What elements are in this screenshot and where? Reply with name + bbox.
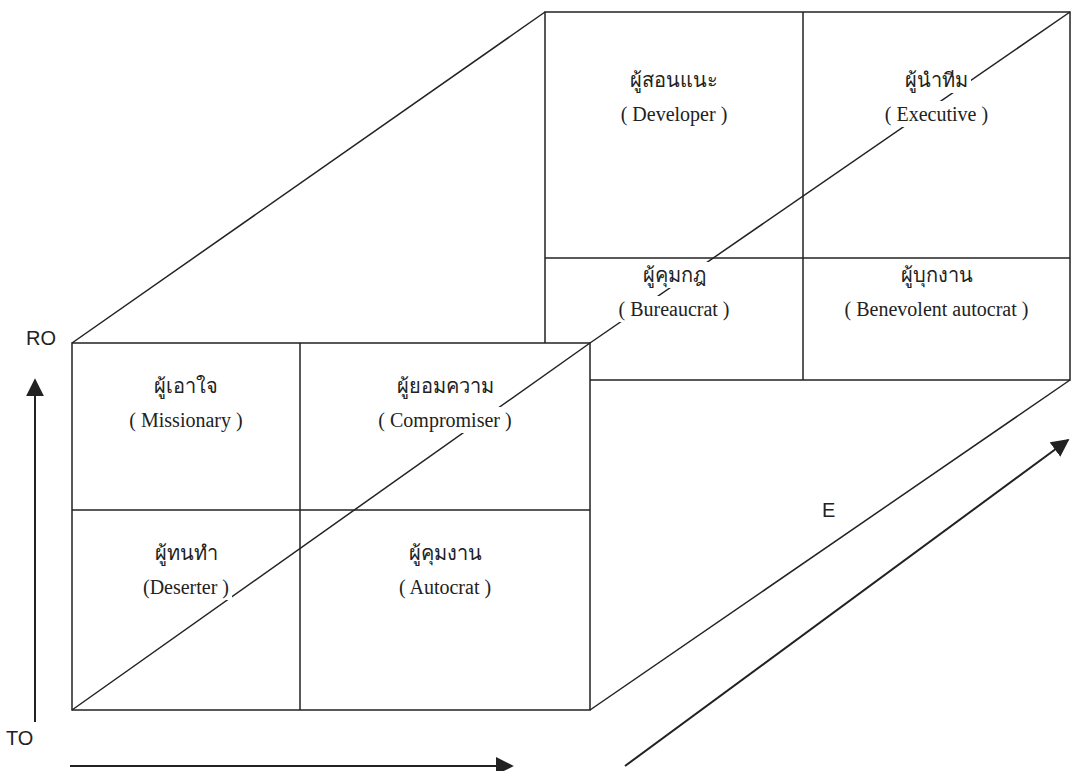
english-style-name: ( Autocrat ): [396, 574, 494, 600]
thai-style-name: ผู้นำทีม: [902, 67, 971, 93]
style-cell: ผู้คุมกฎ ( Bureaucrat ): [545, 258, 803, 343]
style-cell: ผู้บุกงาน ( Benevolent autocrat ): [803, 258, 1070, 380]
style-cell: ผู้ยอมความ ( Compromiser ): [300, 343, 590, 510]
front-face: [72, 343, 590, 710]
style-cell: ผู้คุมงาน ( Autocrat ): [300, 510, 590, 710]
english-style-name: ( Executive ): [882, 101, 991, 127]
back-divider: [545, 257, 1070, 259]
depth-edge: [72, 12, 545, 343]
thai-style-name: ผู้สอนแนะ: [627, 67, 721, 93]
axis-label: TO: [4, 726, 35, 750]
style-cell: ผู้สอนแนะ ( Developer ): [545, 12, 803, 258]
depth-edge: [590, 380, 1070, 710]
depth-edge: [590, 12, 1070, 343]
front-divider: [72, 509, 590, 511]
to-axis-arrow: [70, 765, 512, 767]
thai-style-name: ผู้คุมงาน: [406, 540, 485, 566]
english-style-name: ( Missionary ): [126, 407, 245, 433]
english-style-name: ( Bureaucrat ): [615, 296, 732, 322]
axis-label: E: [820, 498, 837, 522]
thai-style-name: ผู้เอาใจ: [151, 373, 221, 399]
e-axis-arrow: [625, 440, 1068, 766]
english-style-name: ( Benevolent autocrat ): [842, 296, 1032, 322]
axis-label: RO: [24, 326, 58, 350]
style-cell: ผู้ทนทำ (Deserter ): [72, 510, 300, 710]
english-style-name: (Deserter ): [140, 574, 232, 600]
english-style-name: ( Developer ): [618, 101, 731, 127]
ro-axis-arrow: [34, 380, 36, 722]
thai-style-name: ผู้คุมกฎ: [640, 262, 709, 288]
front-diagonal: [72, 343, 590, 710]
english-style-name: ( Compromiser ): [375, 407, 514, 433]
back-face: [545, 12, 1070, 380]
thai-style-name: ผู้ทนทำ: [152, 540, 221, 566]
front-divider: [299, 343, 301, 710]
thai-style-name: ผู้ยอมความ: [394, 373, 497, 399]
thai-style-name: ผู้บุกงาน: [898, 262, 976, 288]
style-cell: ผู้เอาใจ ( Missionary ): [72, 343, 300, 510]
style-cell: ผู้นำทีม ( Executive ): [803, 12, 1070, 258]
